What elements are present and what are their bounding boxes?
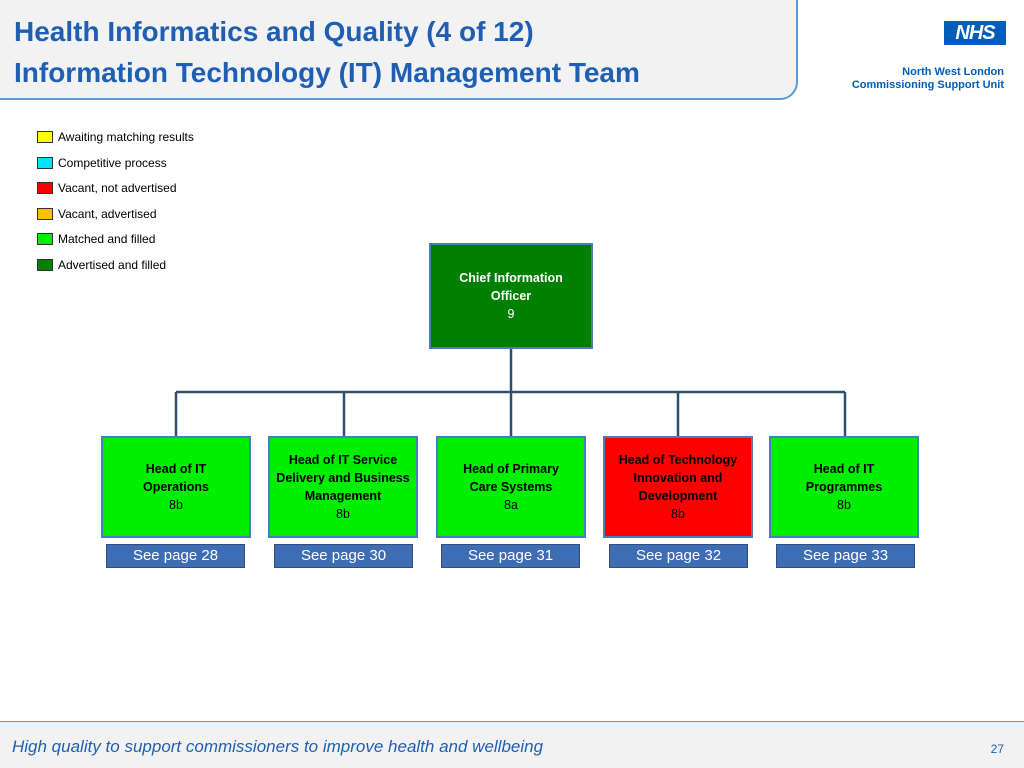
legend-swatch (37, 131, 53, 143)
legend-swatch (37, 233, 53, 246)
legend-swatch (37, 207, 53, 220)
nhs-logo: NHS (944, 21, 1006, 45)
page-number: 27 (990, 742, 1004, 756)
node-grade: 8b (169, 498, 183, 512)
org-name-line1: North West London (902, 66, 1004, 78)
see-page-32-link[interactable]: See page 32 (609, 544, 748, 568)
node-title: Head of Primary Care Systems (463, 462, 559, 494)
legend-label: Advertised and filled (58, 257, 167, 272)
legend-label: Competitive process (58, 155, 167, 170)
legend-label: Matched and filled (58, 232, 156, 247)
node-grade: 8a (504, 498, 518, 512)
node-grade: 9 (507, 307, 515, 321)
node-title: Head of IT Service Delivery and Business… (276, 453, 410, 503)
page-title: Health Informatics and Quality (4 of 12) (14, 16, 534, 47)
legend-swatch (37, 258, 53, 271)
footer-tagline: High quality to support commissioners to… (12, 737, 544, 756)
node-title: Chief Information Officer (459, 271, 563, 303)
legend-swatch (37, 182, 53, 195)
node-grade: 8b (837, 498, 851, 512)
page-subtitle: Information Technology (IT) Management T… (14, 57, 640, 88)
title-banner (0, 0, 798, 100)
legend-label: Vacant, not advertised (58, 181, 177, 196)
node-head-of-it-service-delivery: Head of IT Service Delivery and Business… (268, 436, 418, 538)
node-head-of-technology-innovation: Head of Technology Innovation and Develo… (603, 436, 753, 538)
node-head-of-it-operations: Head of IT Operations 8b (101, 436, 251, 538)
node-title: Head of Technology Innovation and Develo… (618, 453, 738, 503)
node-grade: 8b (671, 507, 685, 521)
org-name-line2: Commissioning Support Unit (851, 79, 1004, 91)
node-grade: 8b (336, 507, 350, 521)
see-page-31-link[interactable]: See page 31 (441, 544, 580, 568)
see-page-28-link[interactable]: See page 28 (106, 544, 245, 568)
footer-divider (0, 721, 1024, 722)
node-title: Head of IT Operations (143, 462, 209, 494)
see-page-33-link[interactable]: See page 33 (776, 544, 915, 568)
footer-bar (0, 722, 1024, 768)
node-chief-information-officer: Chief Information Officer 9 (429, 243, 593, 349)
node-head-of-it-programmes: Head of IT Programmes 8b (769, 436, 919, 538)
node-head-of-primary-care-systems: Head of Primary Care Systems 8a (436, 436, 586, 538)
legend-label: Vacant, advertised (58, 206, 157, 221)
legend-label: Awaiting matching results (58, 130, 194, 144)
legend-swatch (37, 156, 53, 169)
node-title: Head of IT Programmes (805, 462, 883, 494)
see-page-30-link[interactable]: See page 30 (274, 544, 413, 568)
